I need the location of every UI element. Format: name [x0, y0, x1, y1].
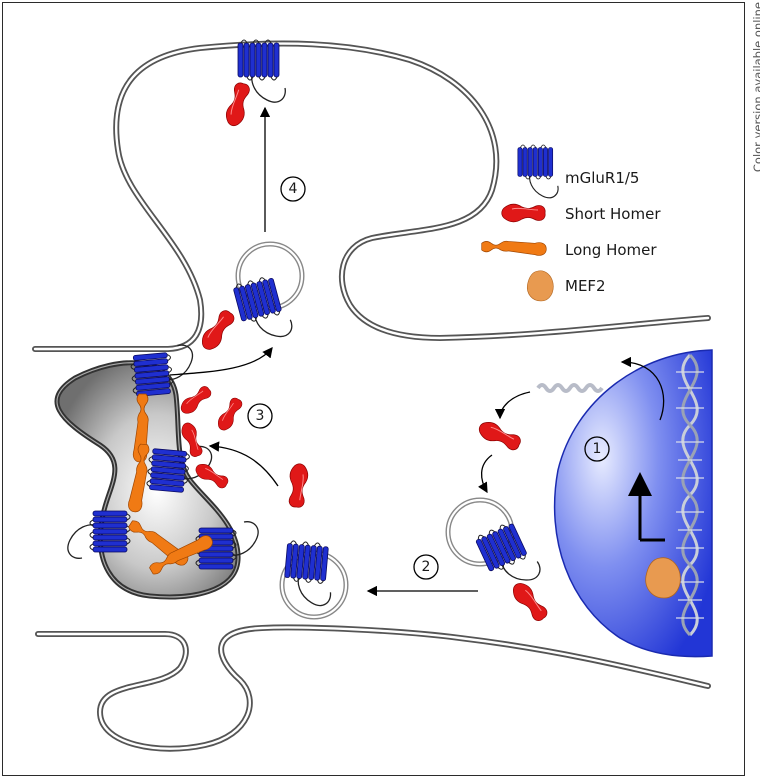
step-3-marker: 3 — [247, 403, 273, 429]
step-2-marker: 2 — [413, 554, 439, 580]
step-4-label: 4 — [289, 181, 298, 197]
lower-membrane — [35, 624, 711, 752]
legend-short-homer-icon — [501, 203, 546, 223]
mrna-icon — [536, 383, 604, 393]
short-homer-free-4-icon — [192, 460, 231, 492]
mglur-receptor-right-icon — [473, 517, 545, 595]
legend-mef2-icon — [526, 270, 554, 302]
mef2-protein-icon — [645, 557, 681, 599]
legend-long-homer-label: Long Homer — [565, 241, 657, 259]
step-2-label: 2 — [422, 559, 431, 575]
short-homer-lower-icon — [286, 462, 310, 509]
short-homer-free-2-icon — [214, 395, 246, 434]
mrna-export-arrow — [620, 356, 665, 421]
legend-long-homer-icon — [481, 240, 547, 256]
step-4-marker: 4 — [280, 176, 306, 202]
mglur-receptor-upper-icon — [231, 272, 295, 347]
figure-frame — [2, 2, 745, 776]
legend-mglur-icon — [517, 144, 559, 199]
translation-arrow — [494, 391, 531, 420]
short-homer-free-1-icon — [177, 383, 214, 418]
mglur-receptor-er-left-icon — [67, 510, 131, 559]
spine-membrane — [32, 40, 711, 352]
transcription-arrow — [628, 472, 665, 542]
to-spine-arrow — [169, 346, 273, 376]
legend-short-homer-label: Short Homer — [565, 205, 661, 223]
short-homer-new-icon — [475, 418, 524, 454]
step-1-marker: 1 — [584, 436, 610, 462]
step-3-arrow — [208, 441, 279, 487]
to-vesicle-arrow — [477, 454, 493, 494]
step-1-label: 1 — [593, 441, 602, 457]
legend-mef2-label: MEF2 — [565, 277, 606, 295]
step-3-label: 3 — [256, 408, 265, 424]
legend-mglur-label: mGluR1/5 — [565, 169, 639, 187]
short-homer-right-icon — [508, 578, 551, 625]
legend: mGluR1/5 Short Homer Long Homer MEF2 — [481, 144, 661, 302]
short-homer-membrane-icon — [223, 80, 253, 129]
dna-helix-icon — [676, 353, 704, 637]
mglur-receptor-er-top-icon — [128, 343, 197, 398]
mglur-receptor-lower-icon — [281, 539, 336, 608]
